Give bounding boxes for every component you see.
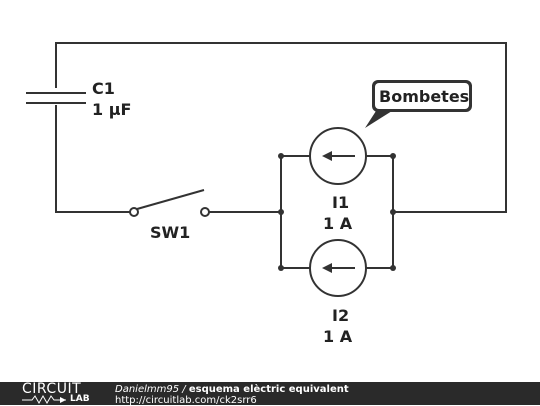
junction-dot — [390, 265, 396, 271]
junction-dot — [278, 265, 284, 271]
circuitlab-logo[interactable]: CIRCUIT LAB — [22, 382, 102, 405]
arrow-left-icon — [322, 263, 332, 273]
capacitor-name-label: C1 — [92, 79, 115, 98]
callout-text: Bombetes — [379, 87, 469, 106]
junction-dot — [390, 209, 396, 215]
switch-name-label: SW1 — [150, 223, 190, 242]
circuit-url[interactable]: http://circuitlab.com/ck2srr6 — [115, 395, 257, 406]
current-source-i1[interactable] — [309, 127, 367, 185]
capacitor-value-label: 1 µF — [92, 100, 131, 119]
junction-dot — [390, 153, 396, 159]
capacitor-c1[interactable] — [26, 92, 86, 104]
arrow-left-icon — [322, 151, 332, 161]
source2-value-label: 1 A — [323, 327, 353, 346]
separator: / — [182, 384, 186, 395]
circuit-title: esquema elèctric equivalent — [188, 384, 349, 395]
credits-block: Danielmm95 / esquema elèctric equivalent… — [115, 384, 349, 406]
source1-value-label: 1 A — [323, 214, 353, 233]
callout-bubble: Bombetes — [365, 80, 472, 128]
footer-bar: CIRCUIT LAB Danielmm95 / esquema elèctri… — [0, 382, 540, 406]
source2-name-label: I2 — [332, 306, 349, 325]
left-wire — [55, 105, 130, 213]
current-source-i2[interactable] — [309, 239, 367, 297]
logo-wordmark-bottom: LAB — [70, 394, 90, 404]
author-link[interactable]: Danielmm95 — [115, 384, 180, 395]
top-wire — [55, 42, 507, 213]
junction-dot — [278, 153, 284, 159]
circuit-schematic: C1 1 µF SW1 I1 1 A I2 1 A B — [26, 42, 507, 346]
junction-dot — [278, 209, 284, 215]
resistor-zigzag-icon — [22, 395, 66, 404]
switch-sw1[interactable] — [129, 189, 210, 217]
source1-name-label: I1 — [332, 193, 349, 212]
logo-wordmark-top: CIRCUIT — [22, 381, 82, 397]
